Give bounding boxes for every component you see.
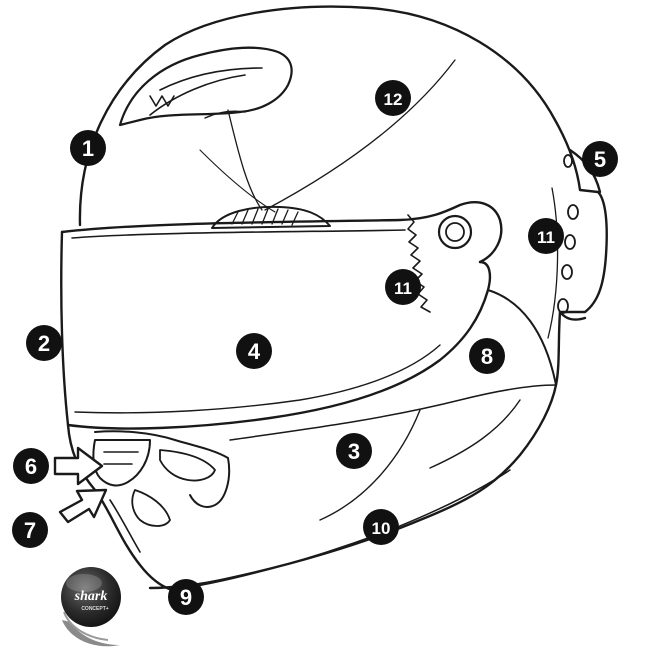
- callout-arrows: [53, 446, 108, 524]
- svg-text:12: 12: [384, 90, 403, 109]
- svg-text:10: 10: [372, 519, 391, 538]
- callout-1: 1: [70, 130, 106, 166]
- top-vent: [118, 46, 293, 127]
- svg-text:4: 4: [248, 339, 261, 364]
- svg-text:7: 7: [24, 518, 36, 543]
- callout-11-rear: 11: [528, 218, 564, 254]
- svg-text:11: 11: [537, 228, 555, 247]
- side-shell: [487, 289, 557, 386]
- chin-vent: [92, 439, 151, 487]
- visor-top-edge: [60, 201, 503, 264]
- helmet-shell-outline: [78, 5, 608, 590]
- svg-text:1: 1: [82, 136, 94, 161]
- brow-vent: [211, 205, 331, 229]
- visor: [60, 230, 492, 430]
- callout-8: 8: [469, 338, 505, 374]
- svg-text:11: 11: [394, 279, 412, 298]
- callout-9: 9: [168, 579, 204, 615]
- shark-concept-logo: shark CONCEPT+: [61, 567, 121, 647]
- svg-text:9: 9: [180, 585, 192, 610]
- logo-badge: [61, 567, 121, 627]
- svg-text:5: 5: [594, 147, 606, 172]
- svg-text:3: 3: [348, 439, 360, 464]
- logo-tagline: CONCEPT+: [81, 606, 108, 612]
- callout-3: 3: [336, 433, 372, 469]
- callout-7: 7: [12, 512, 48, 548]
- logo-swoosh: [62, 620, 120, 647]
- callout-2: 2: [26, 325, 62, 361]
- visor-pivot: [437, 214, 473, 250]
- svg-text:2: 2: [38, 331, 50, 356]
- helmet-drawing: [60, 5, 608, 592]
- visor-ratchet: [407, 214, 431, 313]
- callout-11-visor: 11: [385, 269, 421, 305]
- callout-5: 5: [582, 141, 618, 177]
- callout-4: 4: [236, 333, 272, 369]
- arrow-6: [53, 446, 104, 486]
- callout-10: 10: [363, 509, 399, 545]
- callout-6: 6: [13, 448, 49, 484]
- arrow-7: [58, 488, 108, 524]
- rear-vents: [557, 154, 579, 314]
- logo-brand: shark: [74, 589, 108, 604]
- svg-text:8: 8: [481, 344, 493, 369]
- svg-text:6: 6: [25, 454, 37, 479]
- callout-12: 12: [375, 80, 411, 116]
